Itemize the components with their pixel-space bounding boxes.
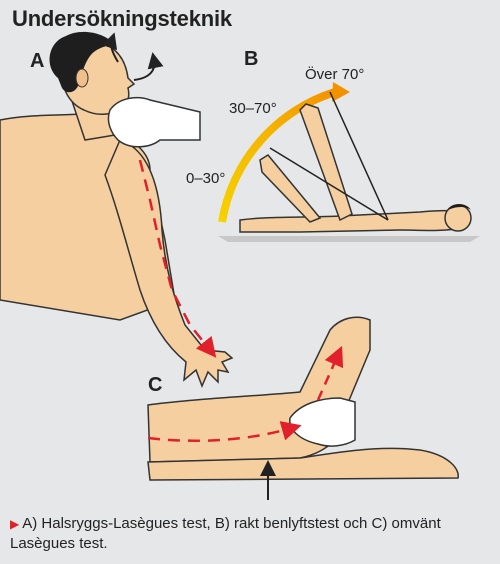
leg-bent-b	[259, 154, 322, 223]
ray-30-b	[269, 147, 389, 221]
ray-70-b	[329, 91, 389, 221]
examiner-hand-a	[107, 96, 201, 148]
nerve-arrow-c	[147, 421, 302, 443]
figure-a	[0, 31, 234, 389]
angle-arc-head-b	[332, 82, 350, 102]
hair-b	[448, 204, 471, 210]
panel-label-b: B	[244, 48, 259, 70]
angle-arc-b	[218, 88, 337, 223]
body-b	[239, 209, 463, 233]
figure-caption: ▶A) Halsryggs-Lasègues test, B) rakt ben…	[10, 514, 490, 553]
figure-b	[218, 82, 480, 242]
nerve-arrow-a	[138, 159, 217, 358]
angle-label-over-70: Över 70°	[305, 66, 365, 83]
hair-a	[49, 31, 115, 93]
head-tilt-arrow	[101, 32, 119, 63]
panel-label-c: C	[148, 374, 163, 396]
mat-b	[218, 236, 480, 242]
arm-a	[104, 139, 234, 389]
caption-text: A) Halsryggs-Lasègues test, B) rakt benl…	[10, 515, 441, 552]
head-rotate-arrow	[133, 52, 164, 81]
nerve-arrow-up-c	[316, 345, 344, 401]
leg-raised-b	[299, 103, 353, 222]
ear-a	[75, 68, 89, 88]
body-c	[147, 447, 459, 481]
figure-c	[147, 316, 459, 500]
angle-label-30-70: 30–70°	[229, 100, 277, 117]
angle-label-0-30: 0–30°	[186, 170, 226, 187]
caption-marker-icon: ▶	[10, 517, 20, 531]
panel-label-a: A	[30, 50, 45, 72]
page-title: Undersökningsteknik	[12, 6, 232, 31]
